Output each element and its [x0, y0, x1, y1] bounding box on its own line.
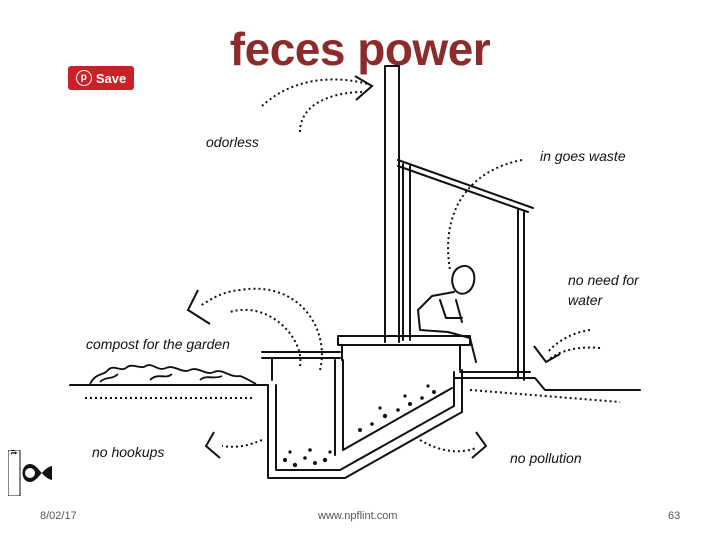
ground-line	[69, 377, 641, 391]
compost-step	[261, 351, 341, 381]
toilet-box	[337, 335, 471, 346]
shed-roof	[397, 159, 534, 213]
logo-text: npflint	[9, 450, 19, 455]
save-button-label: Save	[95, 70, 127, 86]
footer-url[interactable]: www.npflint.com	[318, 510, 398, 522]
footer-page-number: 63	[668, 510, 681, 522]
odor-arrow	[261, 78, 369, 133]
shed-front-wall	[402, 163, 411, 341]
compost-chamber	[267, 369, 463, 479]
label-no-hookups: no hookups	[92, 444, 165, 460]
vent-pipe	[384, 65, 400, 343]
shed-back-wall	[517, 209, 525, 381]
label-compost: compost for the garden	[86, 336, 230, 352]
pinterest-save-button[interactable]: p Save	[68, 66, 134, 90]
hookups-arrow	[221, 439, 263, 448]
footer-date: 8/02/17	[40, 510, 77, 522]
label-no-pollution: no pollution	[510, 450, 582, 466]
pinterest-icon: p	[75, 70, 92, 86]
label-no-need-for-water-line1: no need for	[568, 272, 639, 288]
pollution-arrow	[419, 439, 477, 453]
slide-title: feces power	[229, 23, 491, 75]
compost-material	[283, 384, 436, 468]
label-no-need-for-water-line2: water	[568, 292, 603, 308]
compost-pile	[89, 364, 257, 385]
label-in-goes-waste: in goes waste	[540, 148, 626, 164]
label-odorless: odorless	[206, 134, 259, 150]
compost-arrow	[199, 287, 323, 371]
seated-person	[417, 264, 477, 363]
npflint-logo: npflint	[8, 450, 52, 496]
waste-arrow	[447, 159, 523, 271]
water-arrow	[547, 329, 601, 361]
